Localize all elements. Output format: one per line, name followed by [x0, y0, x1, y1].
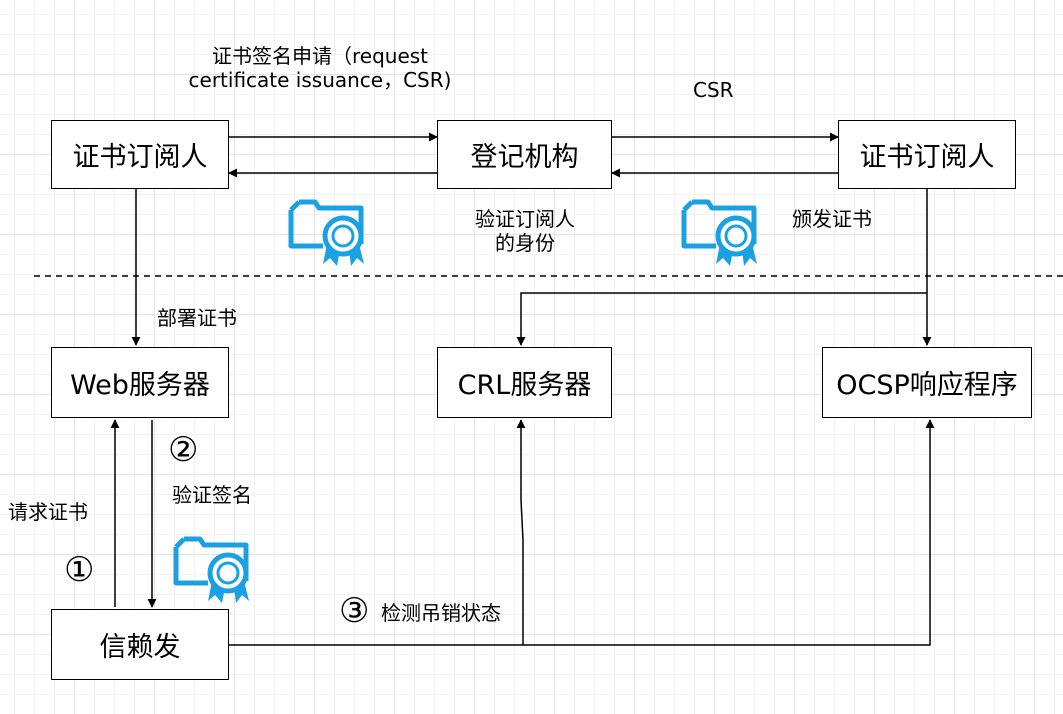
label-verify-signature: 验证签名: [172, 483, 252, 507]
label-check-revocation: 检测吊销状态: [381, 601, 501, 625]
node-relying-party[interactable]: 信赖发: [51, 609, 229, 680]
node-crl-server[interactable]: CRL服务器: [437, 347, 612, 418]
step-number-one: ①: [64, 550, 95, 590]
step-number-two: ②: [168, 430, 199, 470]
edge-check-crl: [516, 419, 526, 645]
node-subscriber-left[interactable]: 证书订阅人: [51, 120, 229, 189]
label-request-cert: 请求证书: [8, 500, 88, 524]
label-csr-request-line1: 证书签名申请（request: [211, 44, 429, 68]
label-verify-identity-line1: 验证订阅人: [475, 207, 575, 231]
label-csr-request-line2: certificate issuance，CSR): [188, 68, 452, 92]
step-number-three: ③: [339, 591, 370, 631]
certificate-icon: [173, 536, 249, 603]
node-subscriber-right[interactable]: 证书订阅人: [838, 120, 1016, 189]
label-csr-request: 证书签名申请（request certificate issuance，CSR): [170, 44, 470, 92]
node-registration-authority[interactable]: 登记机构: [437, 120, 612, 189]
certificate-icon: [681, 199, 757, 266]
edge-ca-to-crl: [516, 292, 927, 346]
node-web-server[interactable]: Web服务器: [51, 347, 229, 418]
label-csr: CSR: [693, 78, 734, 102]
node-ocsp-responder[interactable]: OCSP响应程序: [822, 347, 1032, 418]
label-verify-identity-line2: 的身份: [495, 231, 555, 255]
edge-check-ocsp: [229, 419, 935, 646]
label-deploy-cert: 部署证书: [157, 306, 237, 330]
certificate-icon: [288, 199, 364, 266]
label-verify-identity: 验证订阅人 的身份: [455, 207, 595, 255]
label-issue-cert: 颁发证书: [792, 207, 872, 231]
